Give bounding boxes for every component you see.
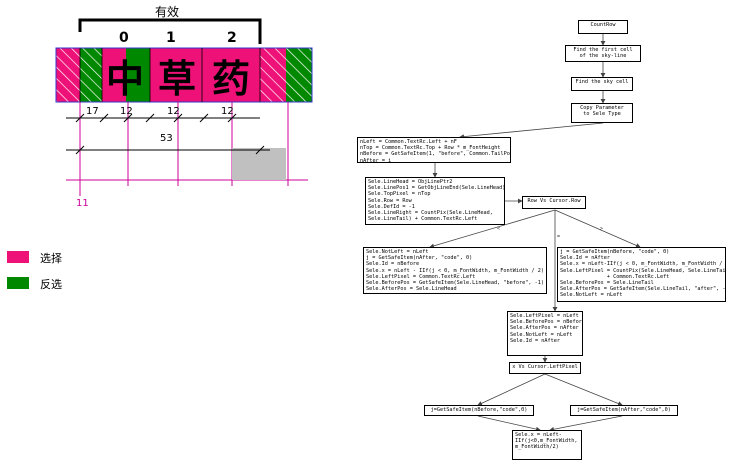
node-branch-right: j = GetSafeItem(nBefore, "code", 0) Sele… xyxy=(557,247,726,302)
width-12-b: 12 xyxy=(167,106,180,117)
node-find-first-cell: Find the first cell of the sky-line xyxy=(565,45,641,62)
width-12-c: 12 xyxy=(221,106,234,117)
char-cao: 草 xyxy=(157,56,196,101)
node-get-before: j=GetSafeItem(nBefore,"code",0) xyxy=(424,405,534,416)
char-yao: 药 xyxy=(211,56,250,101)
width-12-a: 12 xyxy=(120,106,133,117)
node-final: Sele.x = nLeft- IIf(j<0,m_FontWidth, m_F… xyxy=(512,430,582,460)
index-0: 0 xyxy=(119,30,129,46)
char-zhong: 中 xyxy=(105,56,144,101)
edge-label-eq: = xyxy=(557,234,561,240)
legend-label-select: 选择 xyxy=(40,252,62,265)
legend-label-inverse: 反选 xyxy=(40,278,62,291)
edge-label-lt: < xyxy=(497,226,501,232)
char-cell-1: 草 xyxy=(151,48,203,102)
node-get-after: j=GetSafeItem(nAfter,"code",0) xyxy=(570,405,678,416)
origin-11: 11 xyxy=(76,198,89,209)
legend-swatch-inverse xyxy=(7,277,29,289)
node-copy-parameter: Copy Parameter to Sele Type xyxy=(571,103,633,123)
char-cell-2: 药 xyxy=(203,48,259,102)
flowchart-edges xyxy=(429,34,641,432)
legend-swatch-select xyxy=(7,251,29,263)
strip-outline xyxy=(55,47,313,103)
total-width-53: 53 xyxy=(160,133,173,144)
valid-label: 有效 xyxy=(155,5,180,19)
edge-label-gt: > xyxy=(600,226,604,232)
node-x-vs-cursor: x Vs Cursor.LeftPixel xyxy=(509,362,581,374)
node-sele-setup: Sele.LineHead = ObjLinePtr2 Sele.LinePos… xyxy=(365,177,505,225)
selection-strip xyxy=(55,18,313,103)
valid-bracket xyxy=(78,18,262,44)
width-17: 17 xyxy=(86,106,99,117)
node-row-vs-cursor: Row Vs Cursor.Row xyxy=(522,196,586,209)
node-init-left: nLeft = Common.TextRc.Left + nF nTop = C… xyxy=(357,137,511,163)
node-branch-left: Sele.NotLeft = nLeft j = GetSafeItem(nAf… xyxy=(363,247,547,294)
cell-1 xyxy=(150,48,202,102)
index-2: 2 xyxy=(227,30,237,46)
node-branch-mid: Sele.LeftPixel = nLeft Sele.BeforePos = … xyxy=(507,311,583,356)
cell-inverse-2 xyxy=(126,48,150,102)
index-1: 1 xyxy=(166,30,176,46)
cell-2 xyxy=(202,48,260,102)
node-count-row: CountRow xyxy=(578,20,628,34)
node-find-sky-cell: Find the sky cell xyxy=(571,77,633,91)
cursor-gray-cell xyxy=(232,148,286,180)
dimension-lines xyxy=(66,113,270,155)
char-cell-0: 中 xyxy=(100,48,150,102)
